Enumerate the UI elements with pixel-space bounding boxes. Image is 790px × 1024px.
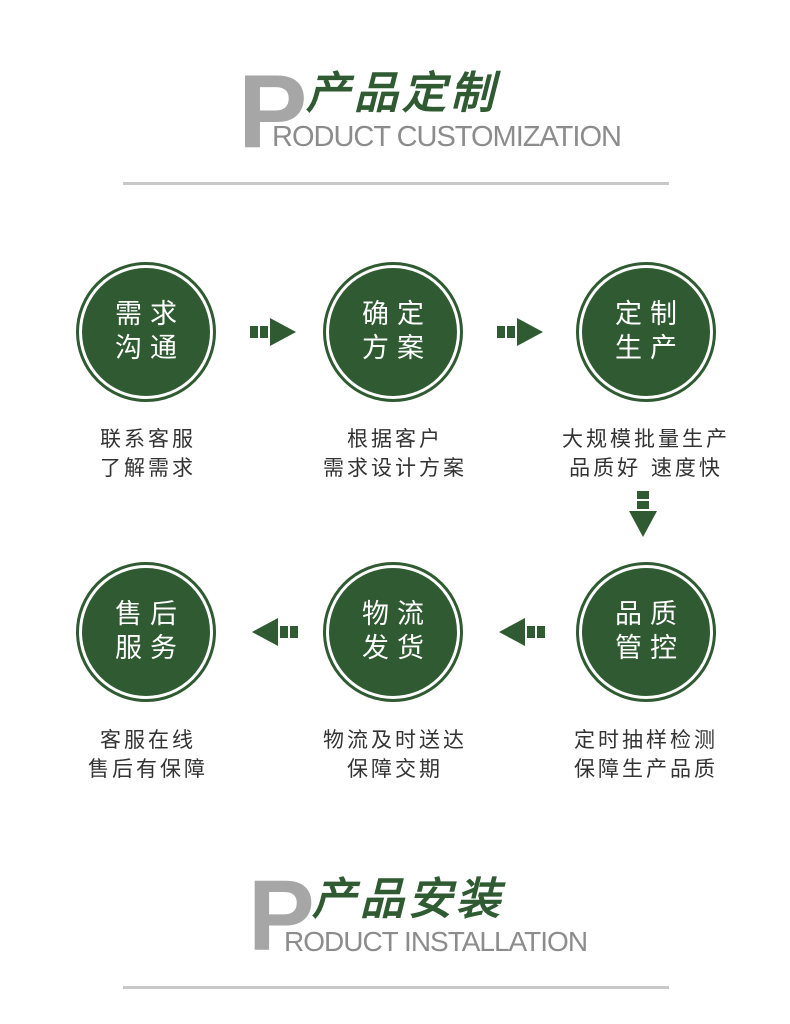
circle-disc: 物流 发货 (329, 568, 457, 696)
step-description: 根据客户 需求设计方案 (285, 425, 505, 483)
description-line: 保障生产品质 (574, 757, 718, 781)
step-node-after-sales: 售后 服务 (76, 562, 216, 702)
circle-label: 发货 (362, 633, 432, 664)
step-description: 定时抽样检测 保障生产品质 (536, 726, 756, 784)
step-description: 联系客服 了解需求 (38, 425, 258, 483)
circle-disc: 确定 方案 (329, 268, 457, 396)
description-line: 物流及时送达 (323, 728, 467, 752)
header-initial-letter: P (238, 54, 308, 170)
arrow-left-icon (252, 618, 298, 646)
step-node-plan: 确定 方案 (323, 262, 463, 402)
header-initial-letter: P (248, 860, 315, 972)
arrow-right-icon (250, 318, 296, 346)
circle-label: 售后 (115, 599, 185, 630)
circle-label: 需求 (115, 299, 185, 330)
step-description: 大规模批量生产 品质好 速度快 (536, 425, 756, 483)
step-node-quality-control: 品质 管控 (576, 562, 716, 702)
step-description: 客服在线 售后有保障 (38, 726, 258, 784)
header-product-installation: P 产品安装 RODUCT INSTALLATION (0, 866, 790, 996)
circle-label: 服务 (115, 633, 185, 664)
circle-label: 沟通 (115, 333, 185, 364)
description-line: 保障交期 (347, 757, 443, 781)
header-product-customization: P 产品定制 RODUCT CUSTOMIZATION (0, 60, 790, 190)
step-node-requirements: 需求 沟通 (76, 262, 216, 402)
description-line: 需求设计方案 (323, 456, 467, 480)
description-line: 了解需求 (100, 456, 196, 480)
header-title-cn: 产品安装 (312, 874, 504, 925)
circle-disc: 售后 服务 (82, 568, 210, 696)
circle-label: 定制 (615, 299, 685, 330)
circle-disc: 定制 生产 (582, 268, 710, 396)
circle-disc: 品质 管控 (582, 568, 710, 696)
description-line: 定时抽样检测 (574, 728, 718, 752)
description-line: 根据客户 (347, 427, 443, 451)
circle-label: 确定 (362, 299, 432, 330)
arrow-right-icon (497, 318, 543, 346)
description-line: 联系客服 (100, 427, 196, 451)
circle-disc: 需求 沟通 (82, 268, 210, 396)
arrow-down-icon (629, 491, 657, 537)
arrow-left-icon (499, 618, 545, 646)
divider (123, 986, 669, 989)
description-line: 客服在线 (100, 728, 196, 752)
step-node-shipping: 物流 发货 (323, 562, 463, 702)
circle-label: 物流 (362, 599, 432, 630)
step-description: 物流及时送达 保障交期 (285, 726, 505, 784)
circle-label: 管控 (615, 633, 685, 664)
circle-label: 品质 (615, 599, 685, 630)
description-line: 大规模批量生产 (562, 427, 730, 451)
header-title-cn: 产品定制 (306, 68, 498, 119)
divider (123, 182, 669, 185)
step-node-production: 定制 生产 (576, 262, 716, 402)
circle-label: 方案 (362, 333, 432, 364)
circle-label: 生产 (615, 333, 685, 364)
description-line: 品质好 速度快 (569, 456, 723, 480)
description-line: 售后有保障 (88, 757, 208, 781)
header-title-en: RODUCT INSTALLATION (284, 926, 588, 957)
header-title-en: RODUCT CUSTOMIZATION (272, 121, 622, 153)
